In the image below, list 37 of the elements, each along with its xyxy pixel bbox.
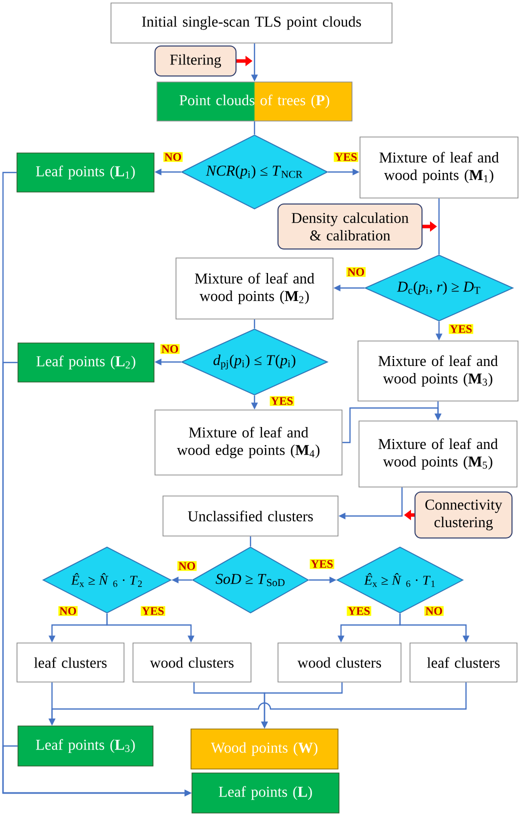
process-box: wood clusters xyxy=(132,642,252,682)
process-box: Wood points (W) xyxy=(190,728,338,770)
connector-line xyxy=(254,319,256,328)
process-box: leaf clusters xyxy=(410,642,518,682)
process-box: Leaf points (L$_{3}$) xyxy=(18,726,154,766)
rounded-box: Connectivity clustering xyxy=(414,492,512,538)
edge-label: NO xyxy=(58,606,78,616)
process-box: wood clusters xyxy=(278,642,402,682)
edge-label: NO xyxy=(177,561,197,571)
rounded-box: Filtering xyxy=(154,46,236,76)
edge-label: NO xyxy=(160,344,180,354)
arrow xyxy=(342,407,442,444)
process-box: Mixture of leaf and wood points (M$_{1}$) xyxy=(360,136,518,198)
process-box: Mixture of leaf and wood points (M$_{3}$) xyxy=(358,340,518,402)
edge-label: YES xyxy=(270,396,294,406)
edge-label: YES xyxy=(310,559,334,569)
edge-label: YES xyxy=(334,152,358,162)
edge-label: YES xyxy=(448,324,474,334)
process-box: Leaf points (L$_{2}$) xyxy=(18,342,154,382)
process-box: Leaf points (L) xyxy=(192,772,340,814)
process-box: Mixture of leaf and wood points (M$_{2}$) xyxy=(176,258,334,320)
process-box: Leaf points (L$_{1}$) xyxy=(16,152,154,192)
process-box: Mixture of leaf and wood points (M$_{5}$) xyxy=(358,420,518,488)
edge-label: NO xyxy=(424,606,444,616)
edge-label: NO xyxy=(163,152,183,162)
process-box: leaf clusters xyxy=(16,642,124,682)
edge-label: YES xyxy=(346,606,372,616)
connector-line xyxy=(250,536,252,546)
process-box: Unclassified clusters xyxy=(162,496,338,536)
process-box: Mixture of leaf and wood edge points (M$_{4}$) xyxy=(154,410,342,476)
process-box: Point clouds of trees (P) xyxy=(156,82,352,122)
process-box: Initial single-scan TLS point clouds xyxy=(110,2,392,44)
connector-line xyxy=(438,198,440,254)
connector-line xyxy=(254,121,256,134)
edge-label: YES xyxy=(140,606,166,616)
rounded-box: Density calculation & calibration xyxy=(278,204,422,250)
edge-label: NO xyxy=(346,267,366,277)
